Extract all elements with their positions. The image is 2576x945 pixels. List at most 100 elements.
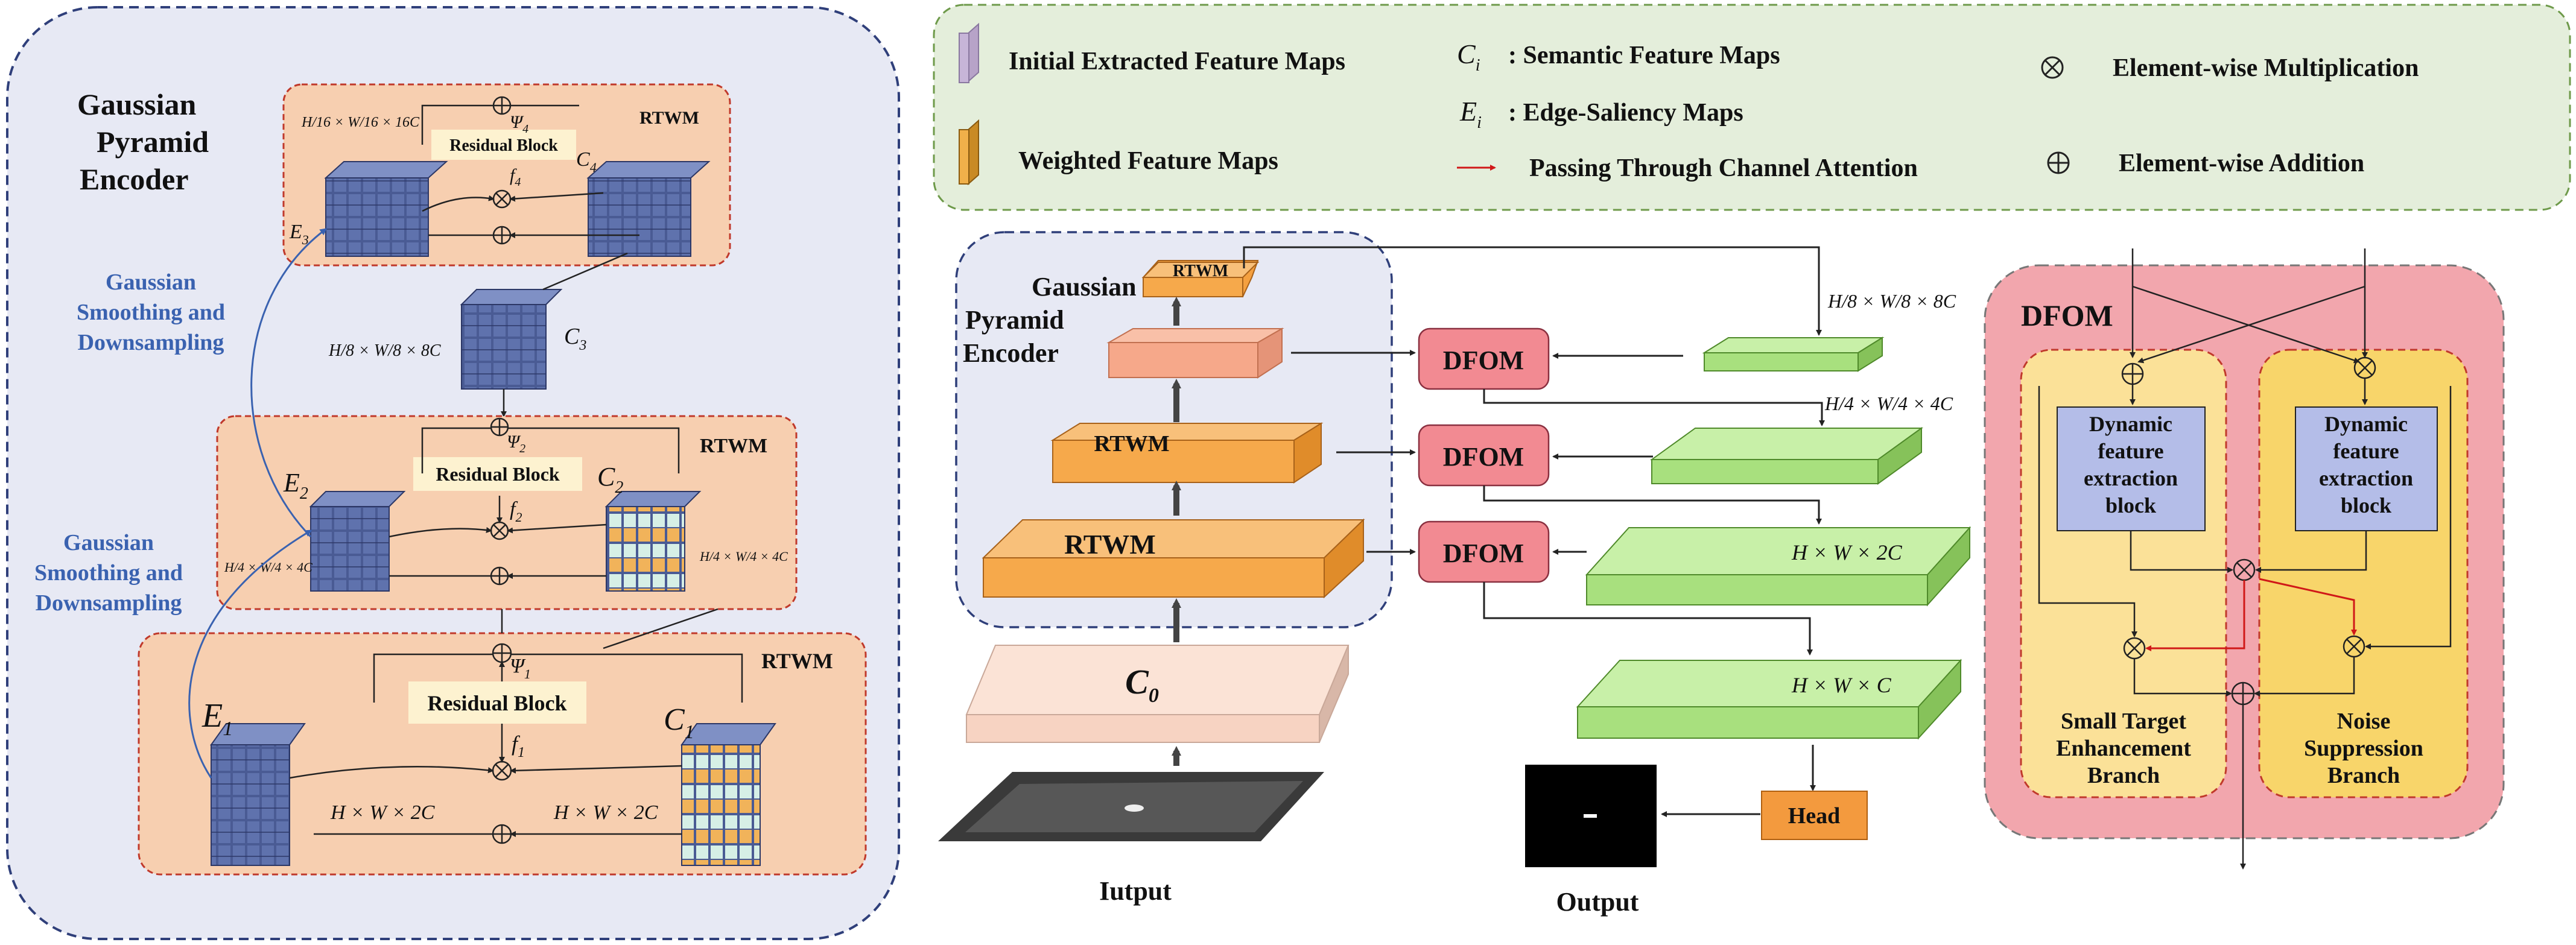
residual-block-2-label: Residual Block xyxy=(436,463,560,485)
rtwm-small-label: RTWM xyxy=(1173,262,1228,280)
branch-right-line1: Noise xyxy=(2337,709,2391,734)
e2-label: E2 xyxy=(283,468,308,503)
residual-block-1-label: Residual Block xyxy=(427,691,566,715)
dim-hw2c-left: H × W × 2C xyxy=(330,801,435,824)
rtwm-label-2: RTWM xyxy=(700,435,767,457)
dynamic-left-line4: block xyxy=(2105,493,2156,517)
dynamic-right-line2: feature xyxy=(2333,439,2399,463)
left-panel: Gaussian Pyramid Encoder Gaussian Smooth… xyxy=(6,6,900,940)
green-layer-3 xyxy=(1585,527,1972,575)
c3-label: C3 xyxy=(564,324,586,353)
cube-c4-top xyxy=(586,161,711,179)
legend-mul-icon xyxy=(2041,56,2064,79)
dim-h16: H/16 × W/16 × 16C xyxy=(301,115,420,130)
dfom-box-3-label: DFOM xyxy=(1443,539,1524,568)
legend-add-text: Element-wise Addition xyxy=(2119,150,2364,177)
dim-mid-h8: H/8 × W/8 × 8C xyxy=(1827,290,1956,312)
pink-layer xyxy=(1106,328,1284,343)
psi4-label: Ψ4 xyxy=(510,112,528,136)
cube-e1 xyxy=(211,744,290,866)
legend-panel: Initial Extracted Feature Maps Weighted … xyxy=(933,4,2571,211)
cube-e2-top xyxy=(309,491,406,507)
dfom-panel-title: DFOM xyxy=(2021,299,2113,332)
dim-h8: H/8 × W/8 × 8C xyxy=(328,341,441,360)
smoothing-top-line2: Smoothing and xyxy=(77,300,225,325)
rtwm-layer-mid xyxy=(1050,423,1324,441)
rtwm-mid-label: RTWM xyxy=(1094,431,1169,457)
dim-mid-h4: H/4 × W/4 × 4C xyxy=(1824,393,1953,414)
c2-label: C2 xyxy=(597,462,623,497)
dynamic-block-right xyxy=(2295,406,2438,531)
smoothing-bottom-line1: Gaussian xyxy=(63,530,154,555)
psi2-label: Ψ2 xyxy=(507,432,525,455)
cube-e2 xyxy=(310,506,390,592)
green-layer-2 xyxy=(1649,428,1924,460)
dfom-box-1-label: DFOM xyxy=(1443,346,1524,375)
cube-c2-top xyxy=(604,491,702,507)
rtwm-layer-large xyxy=(982,519,1365,558)
residual-block-4-label: Residual Block xyxy=(449,136,558,155)
cube-e3 xyxy=(325,177,429,257)
dynamic-left-line1: Dynamic xyxy=(2089,412,2172,436)
dim-mid-hw2c: H × W × 2C xyxy=(1791,540,1903,564)
green-layer-4 xyxy=(1576,660,1962,707)
dim-h4-left: H/4 × W/4 × 4C xyxy=(224,560,312,575)
dfom-panel: DFOM Dynamic feature extraction block Dy… xyxy=(1984,248,2505,870)
e3-label: E3 xyxy=(289,221,309,247)
left-title-line3: Encoder xyxy=(80,162,189,196)
residual-block-1 xyxy=(408,681,586,724)
smoothing-top-line1: Gaussian xyxy=(106,270,196,295)
head-label: Head xyxy=(1788,803,1841,829)
head-box xyxy=(1761,791,1868,840)
dynamic-right-line3: extraction xyxy=(2319,466,2413,490)
cube-c4 xyxy=(588,177,691,257)
dynamic-block-left xyxy=(2057,406,2206,531)
c4-label: C4 xyxy=(576,148,597,175)
smoothing-bottom-line2: Smoothing and xyxy=(34,560,183,586)
dynamic-left-line3: extraction xyxy=(2084,466,2178,490)
cube-c3-top xyxy=(460,289,563,305)
legend-initial-text: Initial Extracted Feature Maps xyxy=(1009,48,1345,75)
branch-left-line3: Branch xyxy=(2087,763,2160,788)
middle-title-line3: Encoder xyxy=(963,338,1059,368)
branch-right-line3: Branch xyxy=(2327,763,2400,788)
legend-ei-text: : Edge-Saliency Maps xyxy=(1508,99,1743,127)
legend-weighted-swatch xyxy=(968,119,979,186)
e1-label: E1 xyxy=(201,697,233,740)
middle-title-line1: Gaussian xyxy=(1032,272,1137,302)
cube-e3-top xyxy=(324,161,448,179)
output-label: Output xyxy=(1556,887,1639,917)
dynamic-right-line1: Dynamic xyxy=(2324,412,2408,436)
legend-mul-text: Element-wise Multiplication xyxy=(2113,54,2419,82)
dynamic-left-line2: feature xyxy=(2098,439,2163,463)
input-label: Iutput xyxy=(1099,876,1172,906)
rtwm-label-1: RTWM xyxy=(761,649,833,673)
cube-c1 xyxy=(681,744,761,866)
branch-right-line2: Suppression xyxy=(2304,736,2423,761)
left-title-line1: Gaussian xyxy=(77,87,197,121)
legend-ci-symbol: Ci xyxy=(1457,39,1480,75)
cube-c3 xyxy=(461,304,547,390)
cube-e1-top xyxy=(210,723,306,745)
legend-ei-symbol: Ei xyxy=(1459,96,1482,132)
residual-block-4 xyxy=(431,130,576,160)
psi1-label: Ψ1 xyxy=(510,655,531,681)
smoothing-top-line3: Downsampling xyxy=(78,330,224,355)
dfom-box-2-label: DFOM xyxy=(1443,442,1524,472)
cube-c2 xyxy=(606,506,685,592)
rtwm-label-4: RTWM xyxy=(639,108,699,128)
cube-c1-top xyxy=(680,723,776,745)
middle-panel: Gaussian Pyramid Encoder RTWM RTWM RTWM … xyxy=(938,231,1972,917)
left-title-line2: Pyramid xyxy=(97,125,209,159)
legend-weighted-text: Weighted Feature Maps xyxy=(1018,147,1278,175)
branch-left-line1: Small Target xyxy=(2061,709,2186,734)
branch-left-line2: Enhancement xyxy=(2056,736,2191,761)
legend-initial-swatch xyxy=(968,22,979,83)
legend-bg xyxy=(933,4,2571,211)
dim-h4-right: H/4 × W/4 × 4C xyxy=(699,549,788,564)
residual-block-2 xyxy=(413,457,582,491)
dim-mid-hwc: H × W × C xyxy=(1791,673,1892,697)
middle-title-line2: Pyramid xyxy=(965,305,1064,335)
rtwm-large-label: RTWM xyxy=(1064,529,1156,560)
